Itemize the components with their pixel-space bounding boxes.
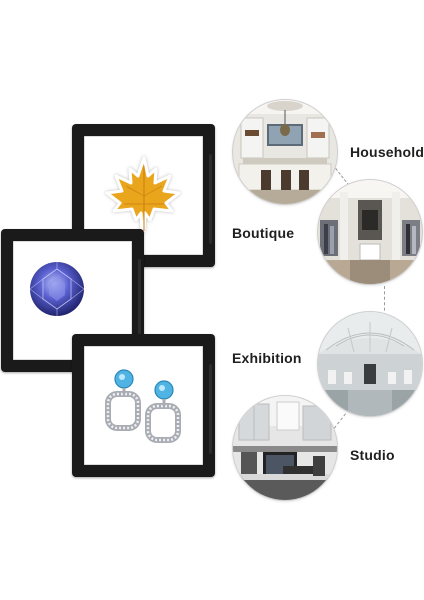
boutique-label: Boutique bbox=[232, 225, 295, 241]
household-label: Household bbox=[350, 144, 424, 160]
frame-edge bbox=[209, 364, 212, 454]
household-photo bbox=[233, 100, 337, 204]
display-frame-earrings bbox=[72, 334, 215, 477]
dashed-connector bbox=[384, 286, 385, 316]
studio-label: Studio bbox=[350, 447, 395, 463]
frame-edge bbox=[138, 259, 141, 349]
exhibition-label: Exhibition bbox=[232, 350, 302, 366]
crystal-gem-icon bbox=[29, 262, 85, 316]
frame-window bbox=[84, 346, 203, 465]
exhibition-photo bbox=[318, 312, 422, 416]
frame-edge bbox=[209, 154, 212, 244]
studio-photo bbox=[233, 396, 337, 500]
earrings-icon bbox=[105, 369, 181, 443]
boutique-photo bbox=[318, 180, 422, 284]
